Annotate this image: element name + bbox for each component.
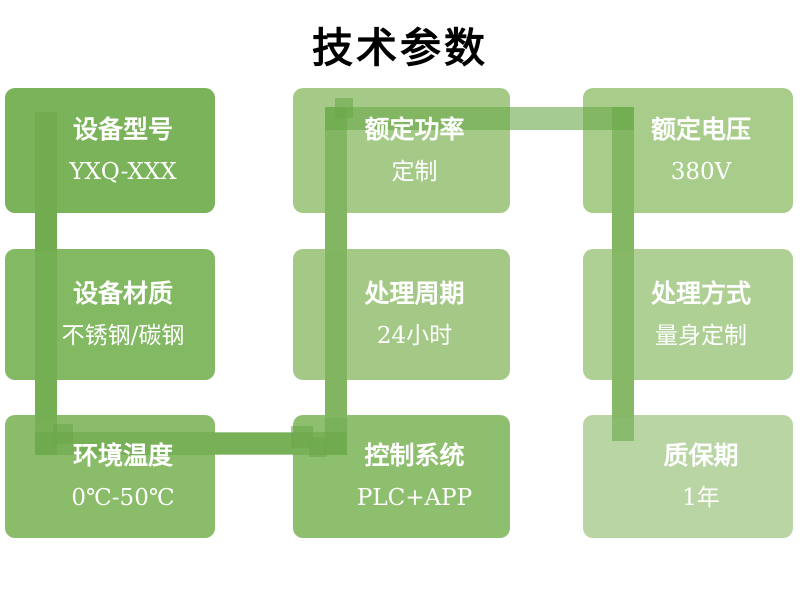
spec-box-value: 不锈钢/碳钢	[61, 322, 185, 349]
connector-ribbon	[612, 107, 634, 441]
spec-box-label: 质保期	[663, 441, 739, 471]
spec-box-value: 0℃-50℃	[71, 484, 175, 511]
spec-box-label: 设备型号	[72, 115, 173, 145]
spec-box-label: 环境温度	[72, 441, 173, 471]
connector-ribbon	[35, 432, 347, 455]
spec-box-label: 额定电压	[650, 115, 751, 145]
slide-title: 技术参数	[312, 24, 488, 72]
connector-ribbon	[35, 112, 57, 455]
spec-box-label: 处理周期	[364, 279, 465, 309]
spec-box-value: 24小时	[376, 322, 453, 349]
spec-box-label: 处理方式	[650, 279, 751, 309]
spec-box-value: 定制	[391, 158, 438, 185]
spec-box-label: 控制系统	[364, 441, 465, 471]
connector-ribbon	[325, 107, 634, 130]
connector-ribbon	[309, 437, 327, 457]
connector-ribbon	[335, 98, 353, 118]
spec-box-value: 1年	[682, 484, 720, 511]
connector-ribbon	[53, 424, 73, 444]
connector-ribbon	[325, 107, 347, 455]
spec-box-label: 设备材质	[72, 279, 173, 309]
spec-box-label: 额定功率	[364, 115, 465, 145]
connector-ribbon	[291, 426, 313, 448]
spec-box-value: 量身定制	[655, 322, 747, 349]
spec-box-value: YXQ-XXX	[69, 158, 177, 185]
spec-box-value: PLC+APP	[356, 484, 473, 511]
spec-box-value: 380V	[670, 158, 732, 185]
